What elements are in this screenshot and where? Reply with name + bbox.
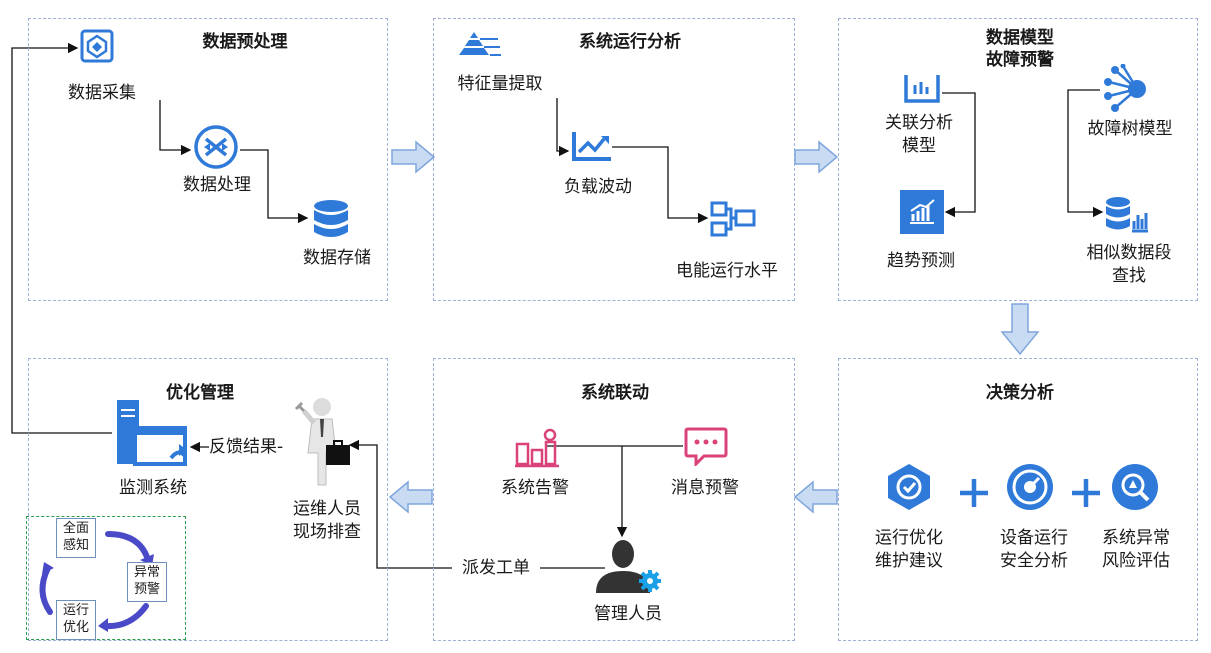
message-icon: [684, 427, 728, 466]
system-alarm-label: 系统告警: [501, 478, 569, 498]
flow-arrow-right: [794, 140, 839, 174]
panel-preprocess: [28, 18, 388, 301]
field-inspection-label: 运维人员 现场排查: [293, 499, 361, 542]
fault-tree-icon: [1104, 64, 1146, 112]
cycle-warn: 异常 预警: [127, 562, 167, 602]
fault-tree-label: 故障树模型: [1087, 119, 1173, 139]
panel-optimize: [28, 358, 388, 641]
flow-arrow-right: [391, 140, 436, 174]
trend-forecast-label: 趋势预测: [887, 251, 955, 271]
panel-model: [838, 18, 1198, 301]
data-process-label: 数据处理: [183, 175, 251, 195]
similar-data-icon: [1106, 197, 1148, 233]
monitor-system-icon: [117, 400, 187, 466]
maintenance-advice-label: 运行优化 维护建议: [875, 528, 943, 571]
panel-title: 系统联动: [581, 383, 649, 403]
system-alarm-icon: [515, 428, 559, 468]
cycle-aware: 全面 感知: [56, 518, 96, 558]
risk-magnifier-icon: [1112, 464, 1158, 510]
flow-arrow-left: [793, 480, 838, 514]
cycle-box: [26, 516, 186, 640]
gauge-safety-icon: [1007, 464, 1053, 510]
field-engineer-icon: [294, 398, 350, 486]
similar-segment-label: 相似数据段 查找: [1086, 243, 1172, 286]
trend-chart-icon: [900, 190, 944, 234]
trend-line-icon: [572, 132, 611, 161]
message-warning-label: 消息预警: [671, 478, 739, 498]
analytics-icon: [904, 75, 940, 103]
data-storage-label: 数据存储: [303, 248, 371, 268]
safety-analysis-label: 设备运行 安全分析: [1000, 528, 1068, 571]
feature-extract-label: 特征量提取: [457, 74, 543, 94]
panel-title: 数据模型 故障预警: [986, 28, 1054, 70]
panel-title: 优化管理: [166, 383, 234, 403]
load-fluctuation-label: 负载波动: [564, 177, 632, 197]
panel-title: 数据预处理: [202, 32, 288, 52]
flow-arrow-left: [388, 480, 433, 514]
feedback-label: 反馈结果-: [209, 437, 284, 457]
panel-title: 决策分析: [986, 383, 1054, 403]
database-icon: [314, 200, 348, 237]
plus-icon: [960, 479, 988, 507]
data-process-icon: [194, 125, 238, 169]
cycle-optimize: 运行 优化: [56, 600, 96, 640]
dispatch-order-label: 派发工单: [452, 557, 540, 580]
pyramid-icon: [459, 32, 501, 56]
hexagon-maintenance-icon: [888, 464, 930, 510]
data-collect-icon: [80, 29, 114, 63]
manager-label: 管理人员: [594, 604, 662, 624]
risk-assessment-label: 系统异常 风险评估: [1102, 528, 1170, 571]
manager-icon: [596, 540, 661, 593]
correlation-model-label: 关联分析 模型: [885, 113, 953, 156]
panel-linkage: [433, 358, 795, 641]
cycle-arrows-icon: [39, 531, 154, 632]
network-level-icon: [710, 201, 756, 237]
panel-decision: [838, 358, 1198, 641]
data-collect-label: 数据采集: [68, 83, 136, 103]
energy-level-label: 电能运行水平: [676, 261, 778, 281]
plus-icon: [1072, 479, 1100, 507]
monitor-system-label: 监测系统: [119, 478, 187, 498]
panel-title: 系统运行分析: [579, 32, 681, 52]
flow-arrow-down: [1000, 303, 1040, 356]
